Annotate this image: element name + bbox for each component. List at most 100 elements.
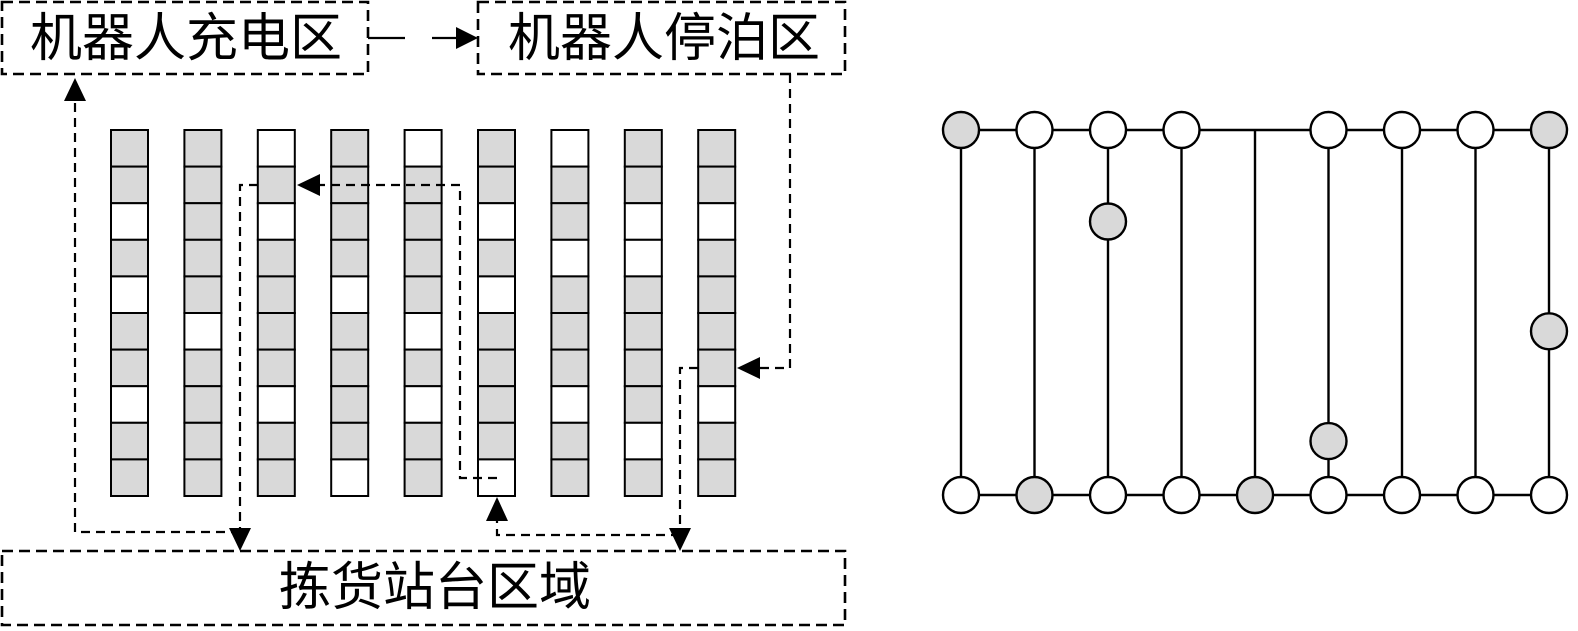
shelf-cell: [110, 202, 149, 241]
shelf-cell: [623, 238, 663, 278]
shelf-cell: [623, 275, 663, 314]
graph-node-bottom: [1456, 475, 1495, 515]
shelf-column: [550, 129, 590, 497]
shelf-cell: [403, 202, 443, 241]
graph-node-bottom: [1162, 475, 1201, 515]
shelf-cell: [550, 385, 590, 424]
shelf-cell: [697, 165, 737, 205]
shelf-cell: [697, 385, 737, 424]
shelf-cell: [330, 129, 370, 168]
route-shelf-to-picking-left: [238, 183, 258, 528]
shelf-cell: [623, 458, 663, 497]
shelf-cell: [477, 165, 516, 205]
shelf-cell: [623, 129, 663, 168]
shelf-cell: [477, 275, 516, 314]
arrow-head-left: [297, 174, 320, 196]
graph-node-bottom: [1529, 475, 1569, 515]
graph-edges: [959, 128, 1551, 497]
shelf-cell: [623, 348, 663, 388]
shelf-cell: [477, 385, 516, 424]
shelf-cell: [183, 421, 223, 461]
route-shelf-to-picking-right: [678, 366, 698, 528]
shelf-cell: [403, 129, 443, 168]
shelf-cell: [403, 275, 443, 314]
shelf-cell: [256, 129, 296, 168]
storage-shelves: [110, 129, 737, 497]
shelf-cell: [550, 348, 590, 388]
route-parking-to-shelf: [760, 74, 792, 370]
parking-area-label: 机器人停泊区: [508, 9, 820, 69]
shelf-cell: [110, 275, 149, 314]
shelf-cell: [256, 165, 296, 205]
graph-node-middle: [1529, 312, 1569, 351]
graph-node-top: [1309, 110, 1348, 150]
arrow-head-right: [456, 27, 478, 49]
shelf-cell: [550, 312, 590, 351]
route-picking-to-shelf: [495, 521, 680, 537]
shelf-cell: [550, 458, 590, 497]
graph-node-top: [1162, 110, 1201, 150]
shelf-column: [477, 129, 516, 497]
shelf-cell: [256, 458, 296, 497]
shelf-cell: [550, 165, 590, 205]
path-graph: [941, 110, 1569, 515]
shelf-cell: [330, 312, 370, 351]
shelf-cell: [110, 421, 149, 461]
arrow-head-down: [229, 528, 251, 551]
shelf-column: [110, 129, 149, 497]
shelf-cell: [110, 348, 149, 388]
shelf-cell: [110, 238, 149, 278]
graph-node-top: [941, 110, 981, 150]
route-picking-to-charging: [73, 100, 240, 534]
shelf-cell: [183, 275, 223, 314]
graph-node-top: [1456, 110, 1495, 150]
shelf-cell: [403, 385, 443, 424]
shelf-cell: [477, 202, 516, 241]
graph-node-bottom: [941, 475, 981, 515]
shelf-cell: [183, 348, 223, 388]
shelf-cell: [403, 458, 443, 497]
charging-area-label: 机器人充电区: [30, 9, 342, 69]
charging-area: 机器人充电区: [0, 0, 370, 76]
shelf-cell: [550, 421, 590, 461]
shelf-column: [697, 129, 737, 497]
shelf-cell: [697, 348, 737, 388]
shelf-cell: [256, 202, 296, 241]
shelf-cell: [330, 275, 370, 314]
shelf-cell: [697, 275, 737, 314]
graph-node-top: [1529, 110, 1569, 150]
shelf-cell: [256, 312, 296, 351]
shelf-cell: [623, 421, 663, 461]
graph-node-top: [1015, 110, 1054, 150]
shelf-cell: [697, 238, 737, 278]
shelf-cell: [403, 421, 443, 461]
shelf-cell: [330, 348, 370, 388]
shelf-cell: [403, 238, 443, 278]
shelf-cell: [256, 238, 296, 278]
shelf-cell: [330, 202, 370, 241]
shelf-cell: [697, 458, 737, 497]
shelf-cell: [183, 129, 223, 168]
shelf-cell: [183, 165, 223, 205]
shelf-cell: [330, 385, 370, 424]
shelf-cell: [183, 458, 223, 497]
shelf-cell: [623, 202, 663, 241]
shelf-cell: [110, 129, 149, 168]
shelf-cell: [550, 275, 590, 314]
shelf-cell: [330, 458, 370, 497]
graph-node-middle: [1309, 421, 1348, 461]
shelf-cell: [110, 312, 149, 351]
arrow-head-up: [486, 497, 508, 521]
shelf-cell: [403, 312, 443, 351]
picking-area-label: 拣货站台区域: [279, 558, 591, 618]
shelf-cell: [256, 385, 296, 424]
graph-node-bottom: [1235, 475, 1275, 515]
shelf-cell: [477, 312, 516, 351]
shelf-cell: [403, 348, 443, 388]
shelf-cell: [477, 421, 516, 461]
graph-node-top: [1088, 110, 1128, 150]
shelf-cell: [110, 458, 149, 497]
graph-node-top: [1382, 110, 1422, 150]
shelf-cell: [110, 385, 149, 424]
shelf-cell: [477, 348, 516, 388]
